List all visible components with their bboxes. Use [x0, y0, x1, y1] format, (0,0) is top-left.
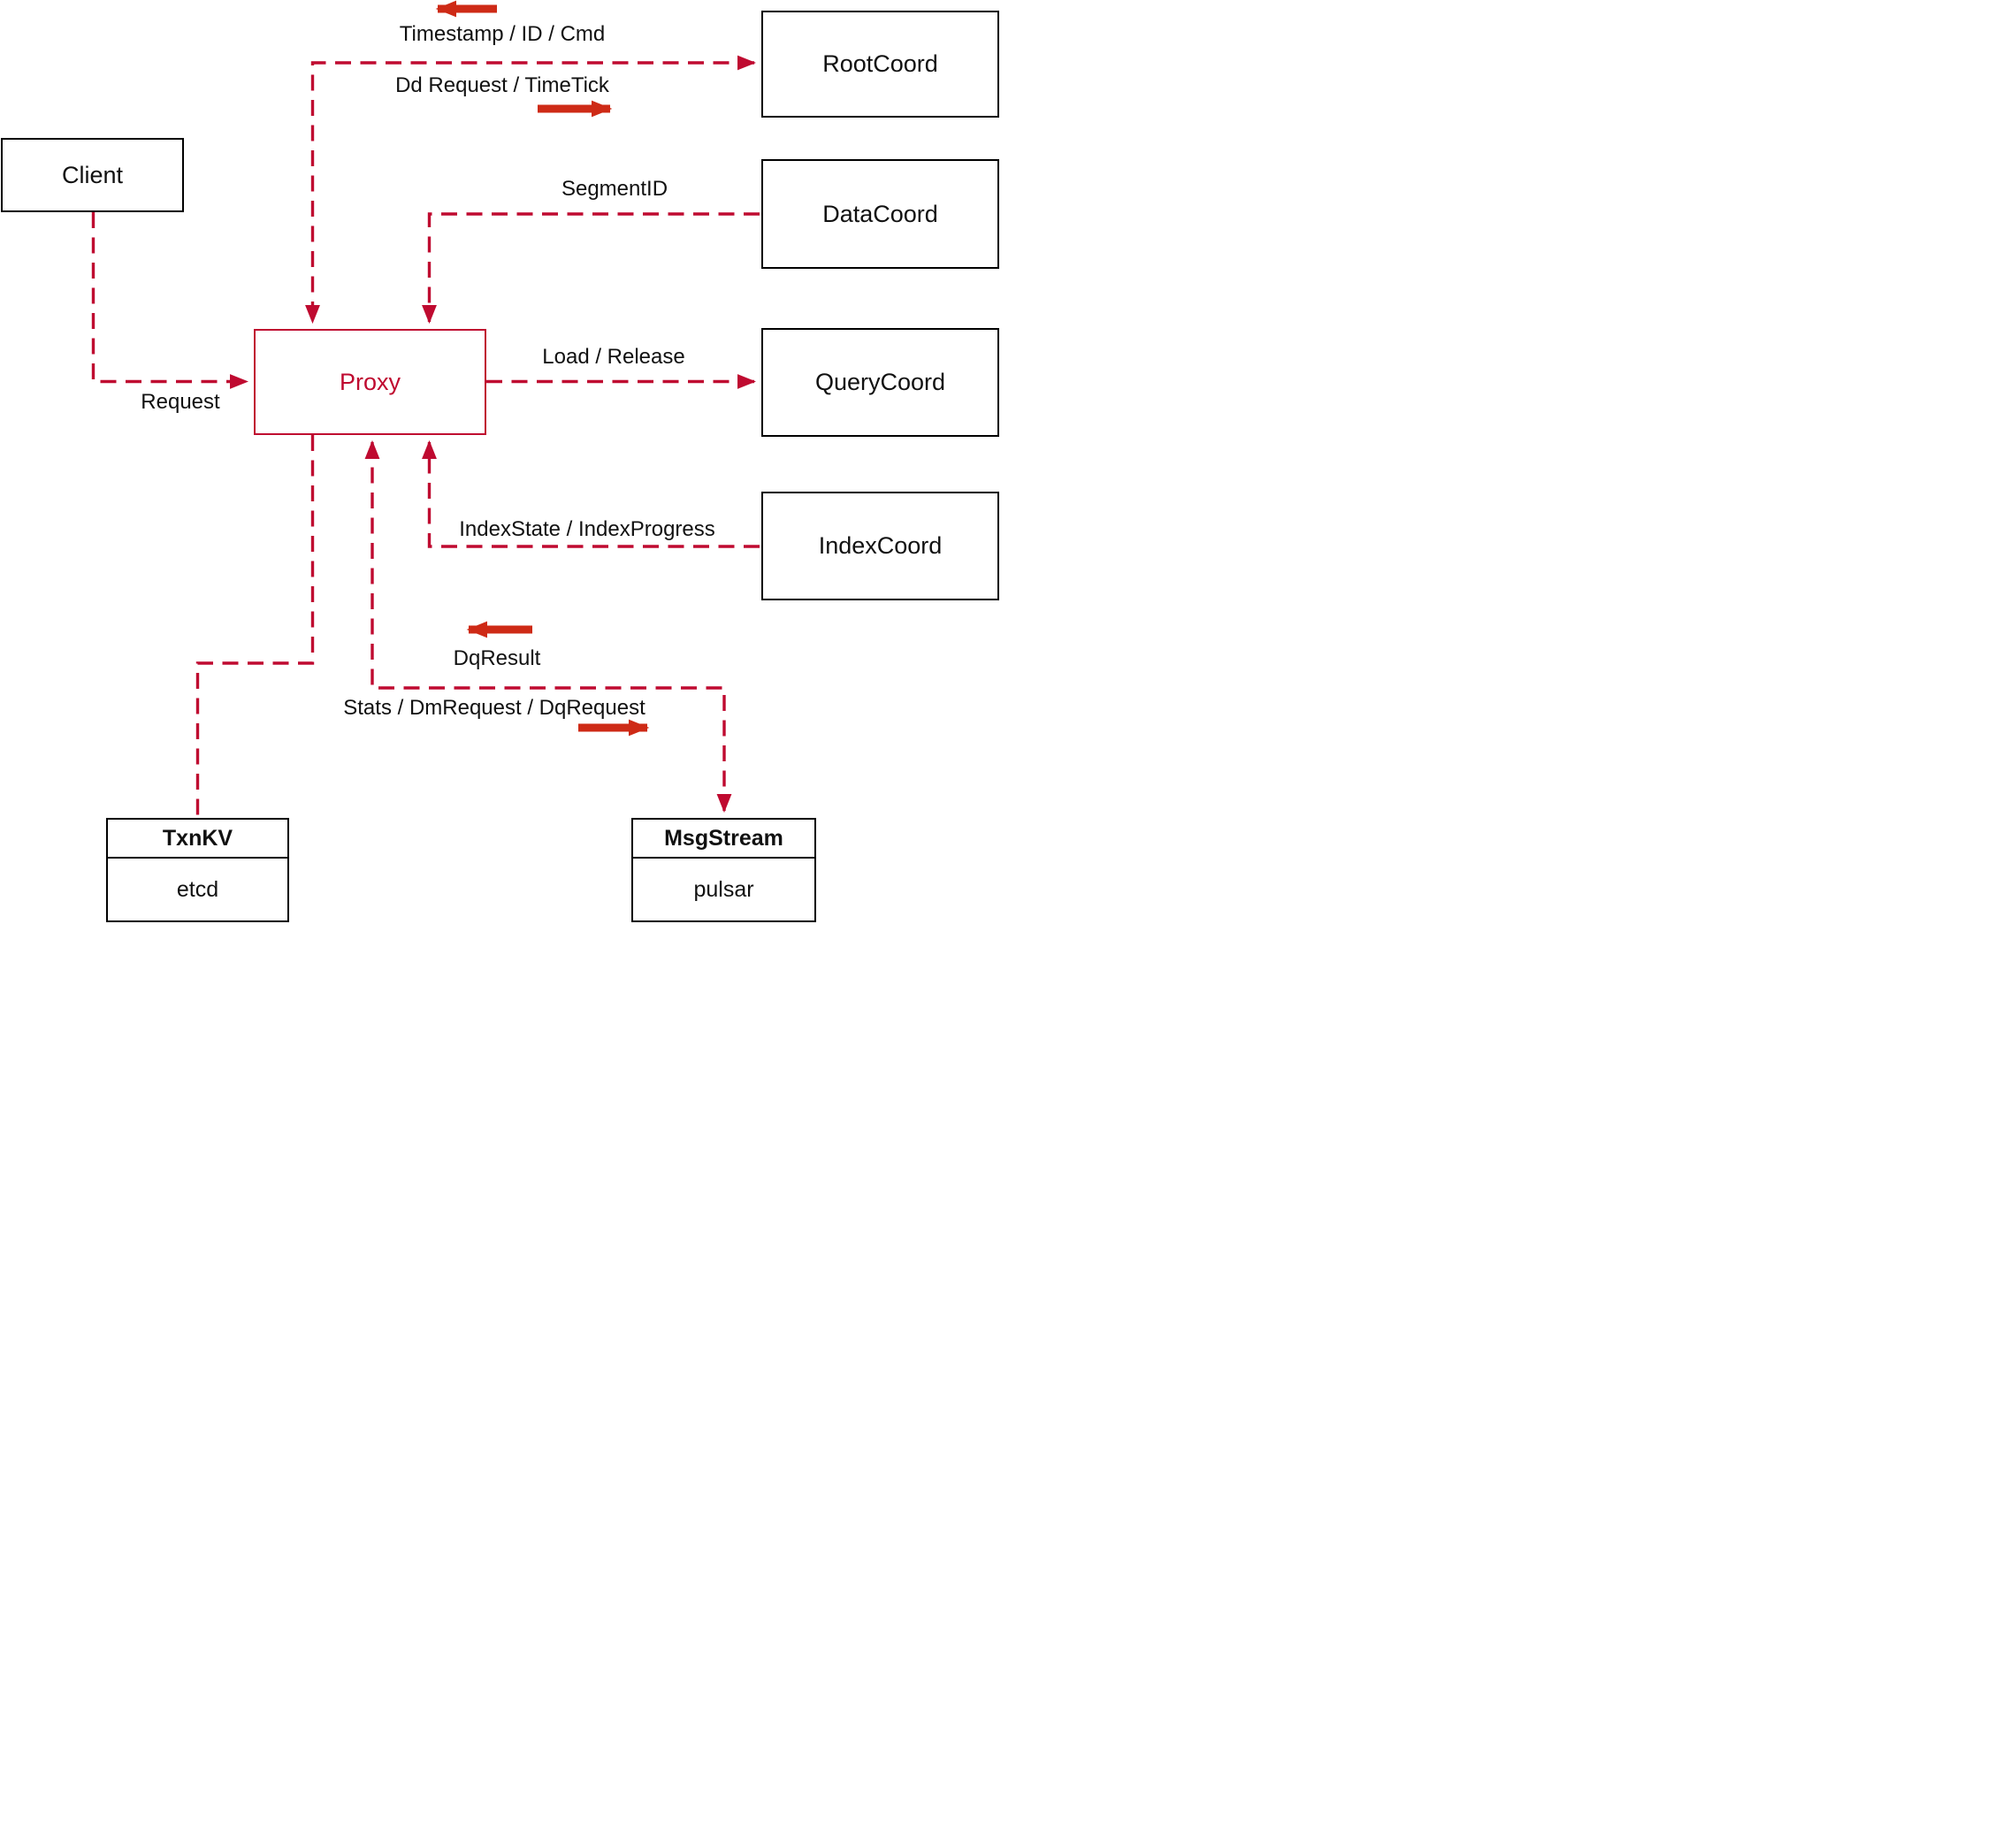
node-txnkv-subtitle: etcd	[176, 876, 219, 902]
node-datacoord-label: DataCoord	[822, 200, 938, 227]
node-client-label: Client	[61, 161, 124, 188]
node-rootcoord-label: RootCoord	[822, 50, 938, 77]
node-proxy-label: Proxy	[339, 368, 401, 395]
node-indexcoord-label: IndexCoord	[818, 532, 943, 559]
architecture-diagram: Client RootCoord DataCoord QueryCoord In…	[0, 0, 1004, 924]
edge-label-dd-request-timetick: Dd Request / TimeTick	[395, 73, 609, 97]
edge-label-request: Request	[141, 390, 220, 414]
node-rootcoord: RootCoord	[761, 11, 999, 118]
node-datacoord: DataCoord	[761, 159, 999, 269]
edge-datacoord-proxy	[422, 212, 760, 325]
edge-proxy-txnkv	[195, 435, 315, 816]
node-querycoord: QueryCoord	[761, 328, 999, 437]
edge-label-timestamp-id-cmd: Timestamp / ID / Cmd	[399, 22, 606, 46]
node-txnkv-title: TxnKV	[108, 820, 287, 859]
node-proxy: Proxy	[254, 329, 486, 435]
node-msgstream-title: MsgStream	[633, 820, 814, 859]
edge-proxy-rootcoord	[305, 55, 757, 325]
connector-layer	[91, 0, 760, 816]
node-msgstream-subtitle: pulsar	[693, 876, 754, 902]
edge-proxy-msgstream	[364, 439, 732, 813]
edge-label-load-release: Load / Release	[542, 345, 685, 369]
edge-label-index-state-progress: IndexState / IndexProgress	[459, 517, 715, 541]
edge-client-proxy	[91, 212, 249, 389]
node-client: Client	[1, 138, 184, 212]
node-txnkv: TxnKV etcd	[106, 818, 289, 922]
edge-label-segment-id: SegmentID	[561, 177, 668, 201]
node-msgstream: MsgStream pulsar	[631, 818, 816, 922]
node-indexcoord: IndexCoord	[761, 492, 999, 600]
edge-label-stats-dm-dq-request: Stats / DmRequest / DqRequest	[343, 696, 645, 720]
node-querycoord-label: QueryCoord	[814, 369, 946, 395]
edge-label-dq-result: DqResult	[453, 646, 541, 670]
